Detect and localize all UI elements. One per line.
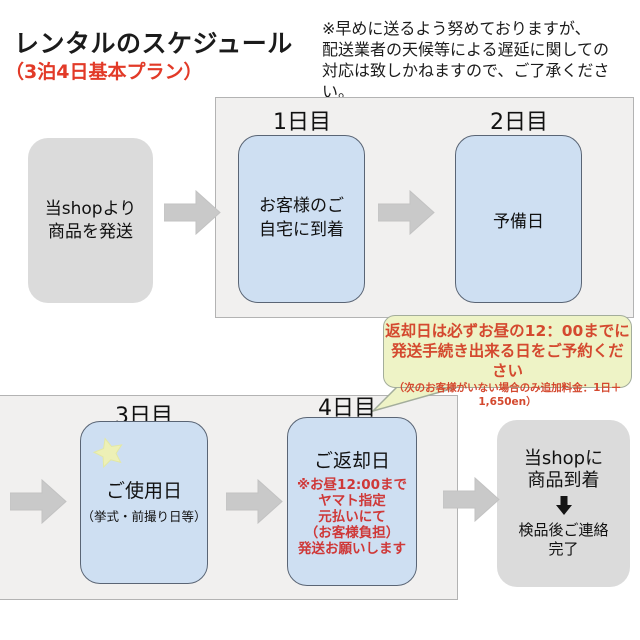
page-subtitle: （3泊4日基本プラン） [5,61,203,83]
day1-arrival-box: お客様のご 自宅に到着 [238,135,365,303]
flow-arrow-icon [9,478,67,525]
day4-box-title: ご返却日 [313,450,390,472]
callout-line3: （次のお客様がいない場合のみ追加料金：1日＋1,650en） [393,382,622,408]
page-title: レンタルのスケジュール [14,29,293,58]
day3-usage-day-box: ご使用日 （挙式・前撮り日等） [80,421,208,584]
callout-line1: 返却日は必ずお昼の12：00までに [385,322,630,340]
shipping-delay-note: ※早めに送るよう努めておりますが、 配送業者の天候等による遅延に関しての 対応は… [322,19,610,101]
arrival-box-line2: 検品後ご連絡 完了 [518,521,609,558]
arrival-box-line1: 当shopに 商品到着 [523,448,604,491]
star-icon [89,432,129,472]
flow-arrow-icon [377,189,435,236]
callout-line2: 発送手続き出来る日をご予約ください [391,342,624,380]
flow-arrow-icon [442,476,500,523]
day3-box-subtitle: （挙式・前撮り日等） [81,508,207,524]
day4-return-day-box: ご返却日 ※お昼12:00まで ヤマト指定 元払いにて （お客様負担） 発送お願… [287,417,417,586]
return-deadline-callout: 返却日は必ずお昼の12：00までに 発送手続き出来る日をご予約ください （次のお… [383,315,632,408]
day1-label: 1日目 [273,110,331,135]
day4-label: 4日目 [318,396,376,421]
arrow-down-icon [555,496,572,516]
day4-box-note: ※お昼12:00まで ヤマト指定 元払いにて （お客様負担） 発送お願いします [296,477,408,557]
flow-arrow-icon [225,478,283,525]
shop-arrival-box: 当shopに 商品到着 検品後ご連絡 完了 [497,420,630,587]
day2-label: 2日目 [490,110,548,135]
day3-box-title: ご使用日 [105,480,182,503]
ship-from-shop-box: 当shopより 商品を発送 [28,138,153,303]
flow-arrow-icon [163,189,221,236]
day2-spare-day-box: 予備日 [455,135,582,303]
